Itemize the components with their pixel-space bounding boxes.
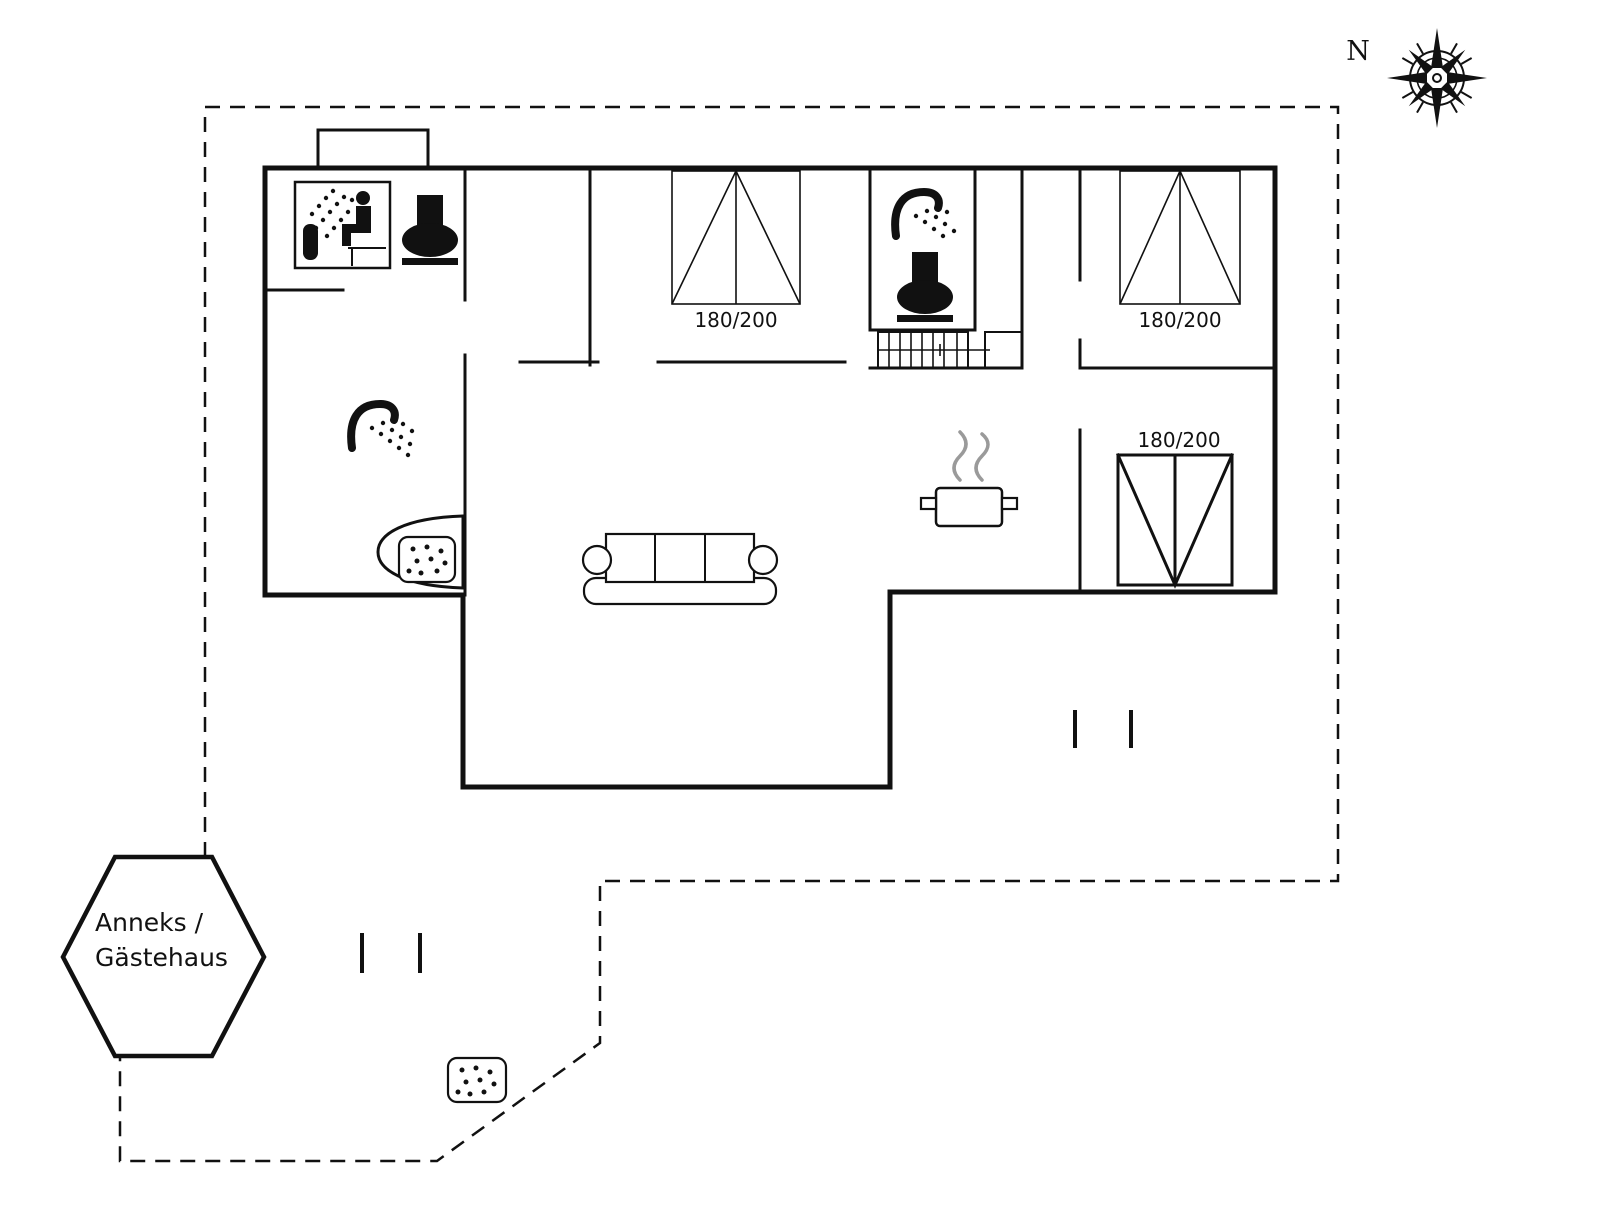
bed-size-label-2: 180/200 bbox=[1138, 308, 1221, 332]
terrace-step-marks-right bbox=[1073, 710, 1133, 748]
stairs-icon bbox=[877, 331, 990, 369]
annex-outline bbox=[60, 854, 267, 1059]
double-bed-icon-1 bbox=[671, 169, 801, 305]
north-label: N bbox=[1346, 36, 1370, 67]
property-boundary bbox=[118, 105, 1340, 1163]
annex: Anneks / Gästehaus bbox=[60, 854, 267, 1059]
annex-label-line2: Gästehaus bbox=[95, 943, 228, 972]
stepping-stones-icon bbox=[446, 1056, 508, 1104]
sauna-icon bbox=[293, 180, 392, 270]
toilet-icon-2 bbox=[897, 252, 953, 322]
shower-mat-icon bbox=[397, 535, 457, 584]
house-outer-walls bbox=[262, 165, 1278, 790]
shower-icon-2 bbox=[891, 187, 957, 240]
toilet-icon-1 bbox=[402, 195, 458, 265]
steam-icon bbox=[952, 430, 990, 482]
sofa-icon bbox=[581, 532, 779, 606]
shower-icon-1 bbox=[347, 399, 415, 458]
cooking-pot-icon bbox=[919, 486, 1019, 528]
bunk-bed-icon bbox=[1116, 453, 1234, 589]
chimney-outline bbox=[316, 128, 430, 170]
compass-rose-icon bbox=[1387, 28, 1487, 128]
double-bed-icon-2 bbox=[1119, 169, 1241, 305]
bed-size-label-3: 180/200 bbox=[1137, 428, 1220, 452]
closet-outline bbox=[984, 331, 1023, 369]
annex-label-line1: Anneks / bbox=[95, 908, 204, 937]
bed-size-label-1: 180/200 bbox=[694, 308, 777, 332]
terrace-step-marks-left bbox=[360, 933, 422, 973]
